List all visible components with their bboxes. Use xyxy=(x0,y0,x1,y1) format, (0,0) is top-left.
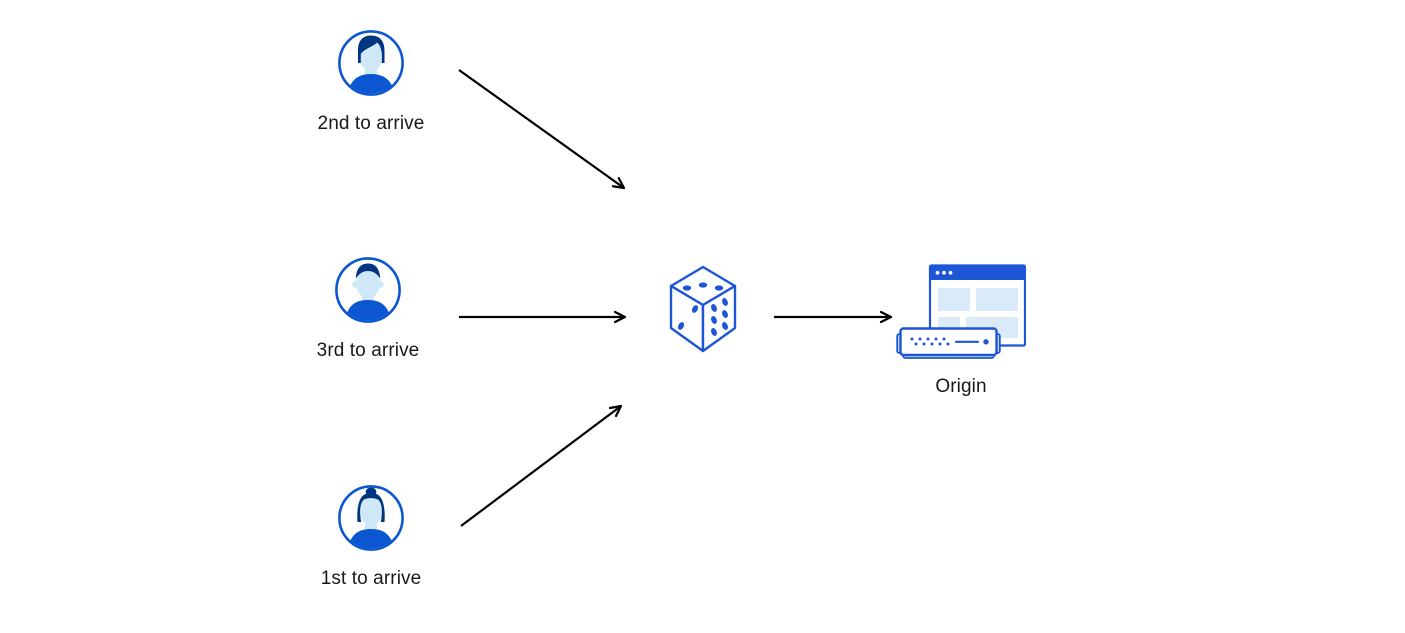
arrow-client2-to-dice xyxy=(458,69,626,190)
arrow-client1-to-dice xyxy=(460,404,623,527)
origin-label: Origin xyxy=(935,376,987,397)
origin-node: Origin xyxy=(896,264,1026,398)
client-3rd-node: 3rd to arrive xyxy=(300,256,436,362)
origin-server-browser-icon xyxy=(896,264,1026,359)
client-2nd-node: 2nd to arrive xyxy=(303,29,439,135)
client-1st-node: 1st to arrive xyxy=(303,484,439,590)
client-2nd-label: 2nd to arrive xyxy=(317,113,425,134)
avatar-man-short-hair-icon xyxy=(335,257,401,323)
client-3rd-label: 3rd to arrive xyxy=(316,340,420,361)
avatar-woman-updo-icon xyxy=(338,485,404,551)
client-1st-label: 1st to arrive xyxy=(320,568,422,589)
dice-icon xyxy=(669,265,737,353)
avatar-man-swept-hair-icon xyxy=(338,30,404,96)
